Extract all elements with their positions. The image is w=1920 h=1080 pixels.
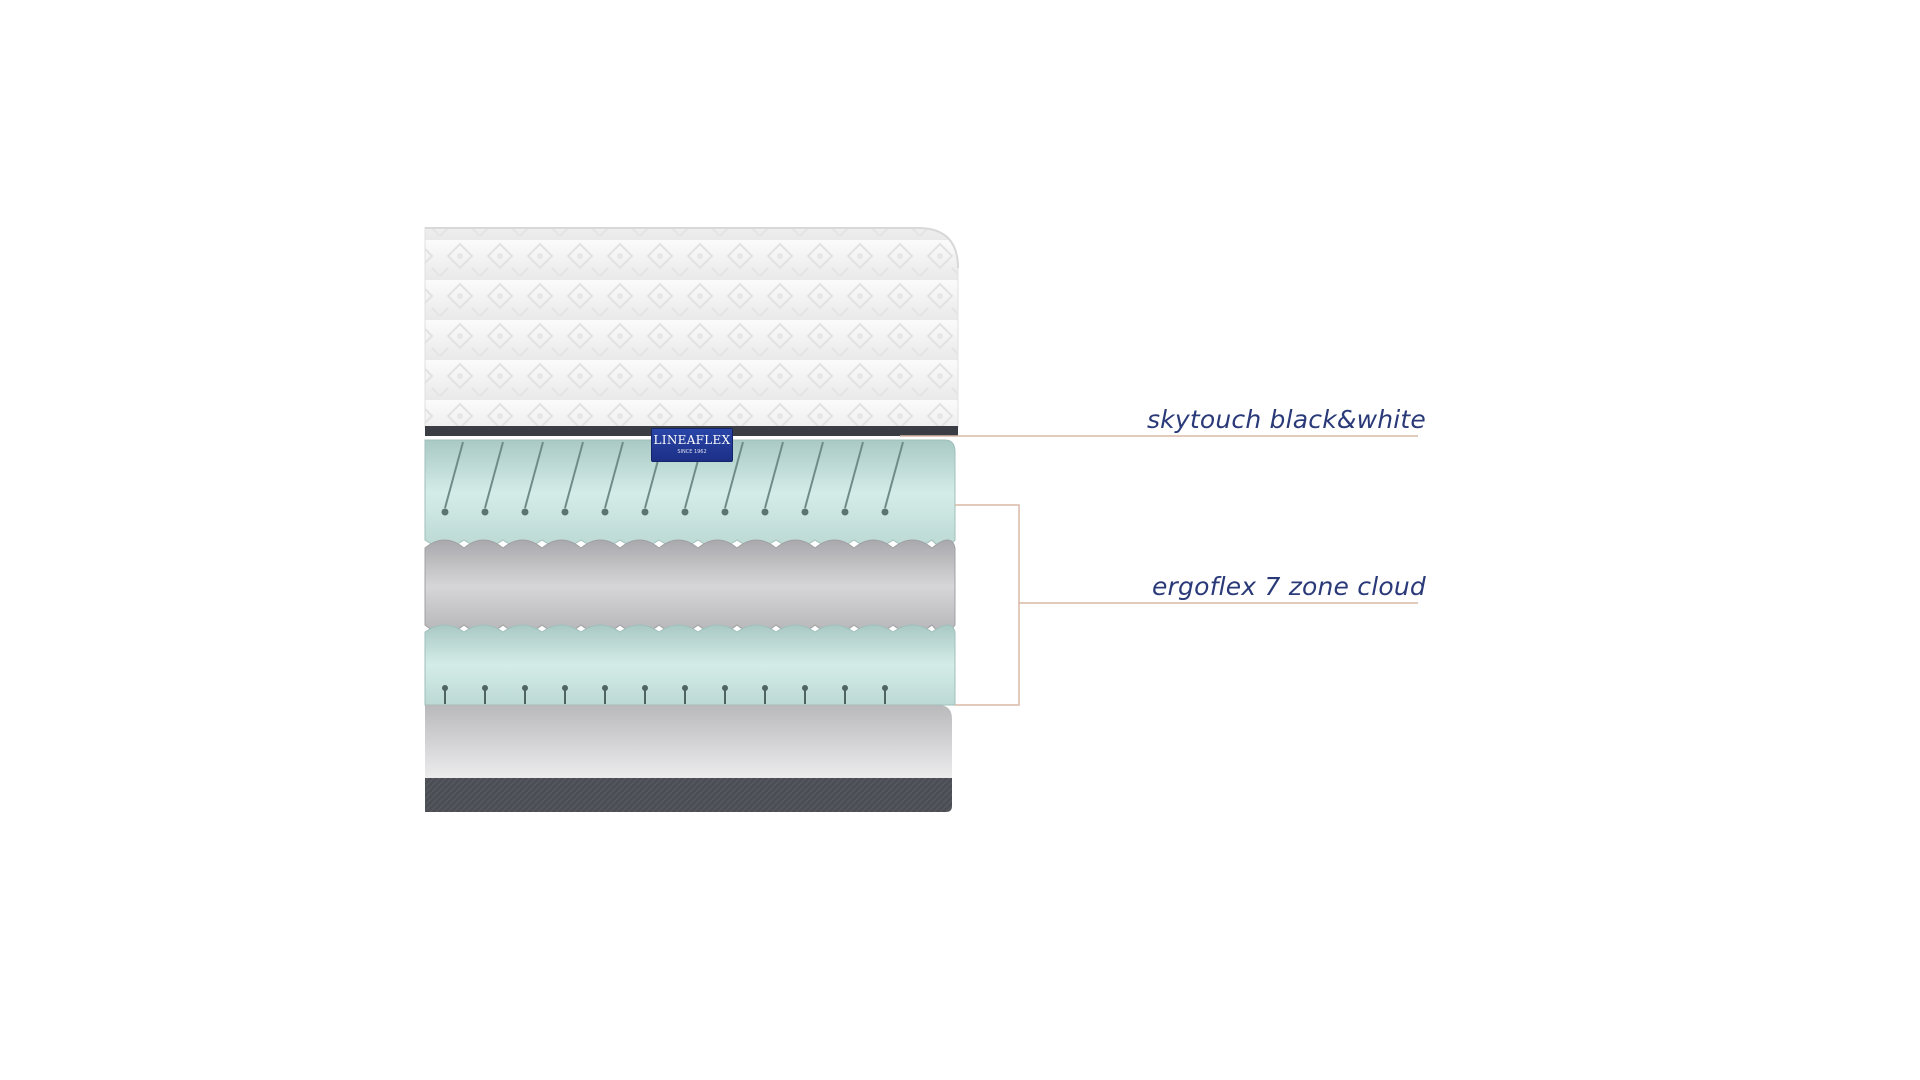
foam-slit-end bbox=[481, 508, 489, 516]
foam-slit-end bbox=[641, 508, 649, 516]
foam-slit-end bbox=[682, 685, 688, 691]
foam-slit-end bbox=[442, 685, 448, 691]
foam-slit-end bbox=[522, 685, 528, 691]
foam-slit-end bbox=[482, 685, 488, 691]
foam-slit bbox=[564, 441, 584, 509]
foam-slit bbox=[444, 441, 464, 509]
foam-slit-end bbox=[601, 508, 609, 516]
foam-slit bbox=[524, 441, 544, 509]
foam-slit-end bbox=[602, 685, 608, 691]
top-layer-callout: skytouch black&white bbox=[1146, 405, 1426, 434]
brand-name: LINEAFLEX bbox=[653, 433, 731, 447]
foam-slit-end bbox=[761, 508, 769, 516]
brand-label-tag: LINEAFLEX SINCE 1962 bbox=[651, 428, 733, 462]
core-layer-callout: ergoflex 7 zone cloud bbox=[1151, 572, 1426, 601]
foam-slit bbox=[844, 441, 864, 509]
foam-slit-end bbox=[721, 508, 729, 516]
brand-tagline: SINCE 1962 bbox=[677, 449, 707, 455]
foam-slit-end bbox=[762, 685, 768, 691]
base-layer bbox=[425, 705, 952, 812]
foam-slit-end bbox=[842, 685, 848, 691]
foam-slit bbox=[804, 441, 824, 509]
foam-slit-end bbox=[642, 685, 648, 691]
foam-slit-end bbox=[801, 508, 809, 516]
core-bracket bbox=[955, 504, 1020, 706]
foam-slit-end bbox=[441, 508, 449, 516]
foam-slit-end bbox=[882, 685, 888, 691]
leader-lines bbox=[900, 435, 1418, 706]
foam-slit-end bbox=[521, 508, 529, 516]
middle-foam-layer bbox=[424, 539, 956, 634]
foam-slit-end bbox=[722, 685, 728, 691]
upper-foam-layer bbox=[424, 439, 956, 548]
foam-slit-end bbox=[681, 508, 689, 516]
foam-slit bbox=[884, 441, 904, 509]
foam-slit bbox=[604, 441, 624, 509]
foam-slit-end bbox=[841, 508, 849, 516]
foam-slit bbox=[764, 441, 784, 509]
top-cover-layer bbox=[424, 227, 959, 436]
foam-slit bbox=[484, 441, 504, 509]
foam-slit-end bbox=[802, 685, 808, 691]
foam-slit-end bbox=[881, 508, 889, 516]
foam-slit-end bbox=[561, 508, 569, 516]
foam-slit-end bbox=[562, 685, 568, 691]
lower-foam-layer bbox=[424, 624, 956, 706]
foam-slit bbox=[724, 441, 744, 509]
